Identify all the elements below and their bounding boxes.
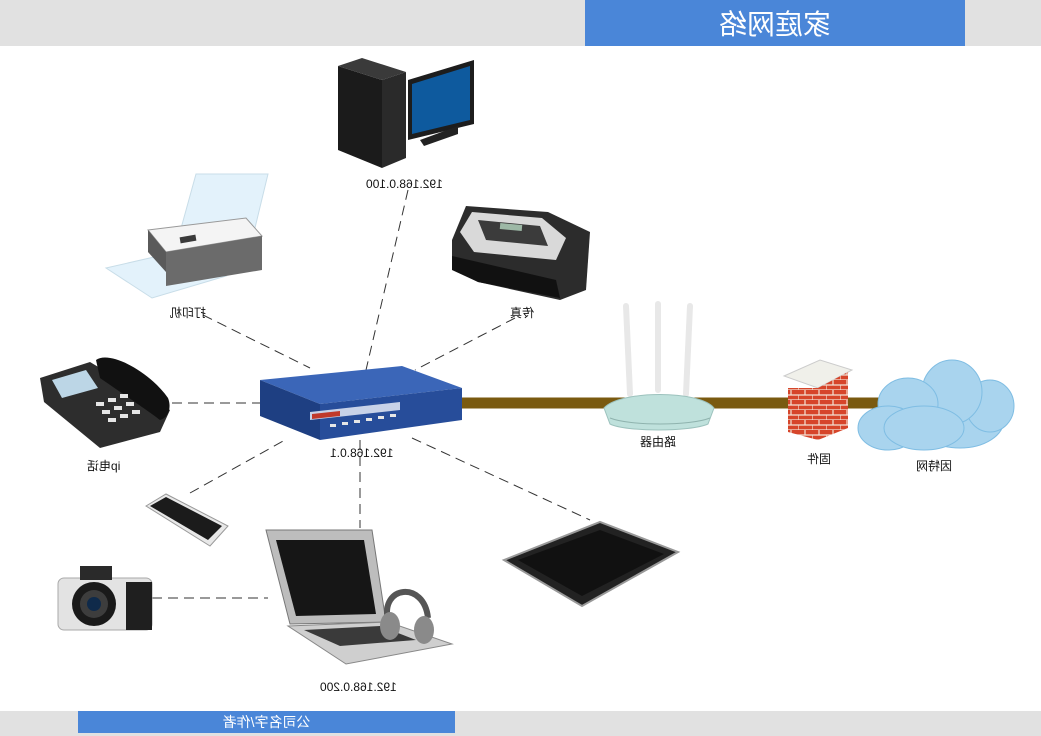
footer-author: 公司名字/作者 — [78, 711, 455, 733]
dashed-links — [152, 189, 591, 599]
internet-label: 因特网 — [916, 459, 953, 473]
laptop-icon[interactable] — [265, 529, 454, 665]
laptop-ip-label: 192.168.0.200 — [320, 680, 397, 694]
tablet-icon[interactable] — [501, 520, 681, 608]
firewall-icon[interactable] — [782, 359, 854, 440]
mobile-phone-icon[interactable] — [145, 493, 229, 547]
camera-icon[interactable] — [57, 566, 153, 631]
headphones-icon — [380, 588, 434, 644]
ip-phone-icon[interactable] — [40, 357, 170, 448]
router-label: 路由器 — [640, 435, 677, 449]
desktop-computer-icon[interactable] — [338, 58, 474, 168]
wireless-router-icon[interactable] — [603, 301, 715, 431]
printer-label: 打印机 — [170, 306, 207, 320]
firewall-label: 固件 — [807, 452, 832, 466]
printer-icon[interactable] — [104, 173, 269, 299]
desktop-ip-label: 192.168.0.100 — [366, 177, 443, 191]
internet-cloud-icon — [857, 359, 1015, 451]
fax-machine-icon[interactable] — [452, 206, 590, 300]
fax-label: 传真 — [510, 306, 535, 320]
network-switch-icon[interactable] — [260, 366, 462, 440]
ip-phone-label: ip电话 — [87, 459, 121, 473]
switch-ip-label: 192.168.0.1 — [330, 446, 394, 460]
